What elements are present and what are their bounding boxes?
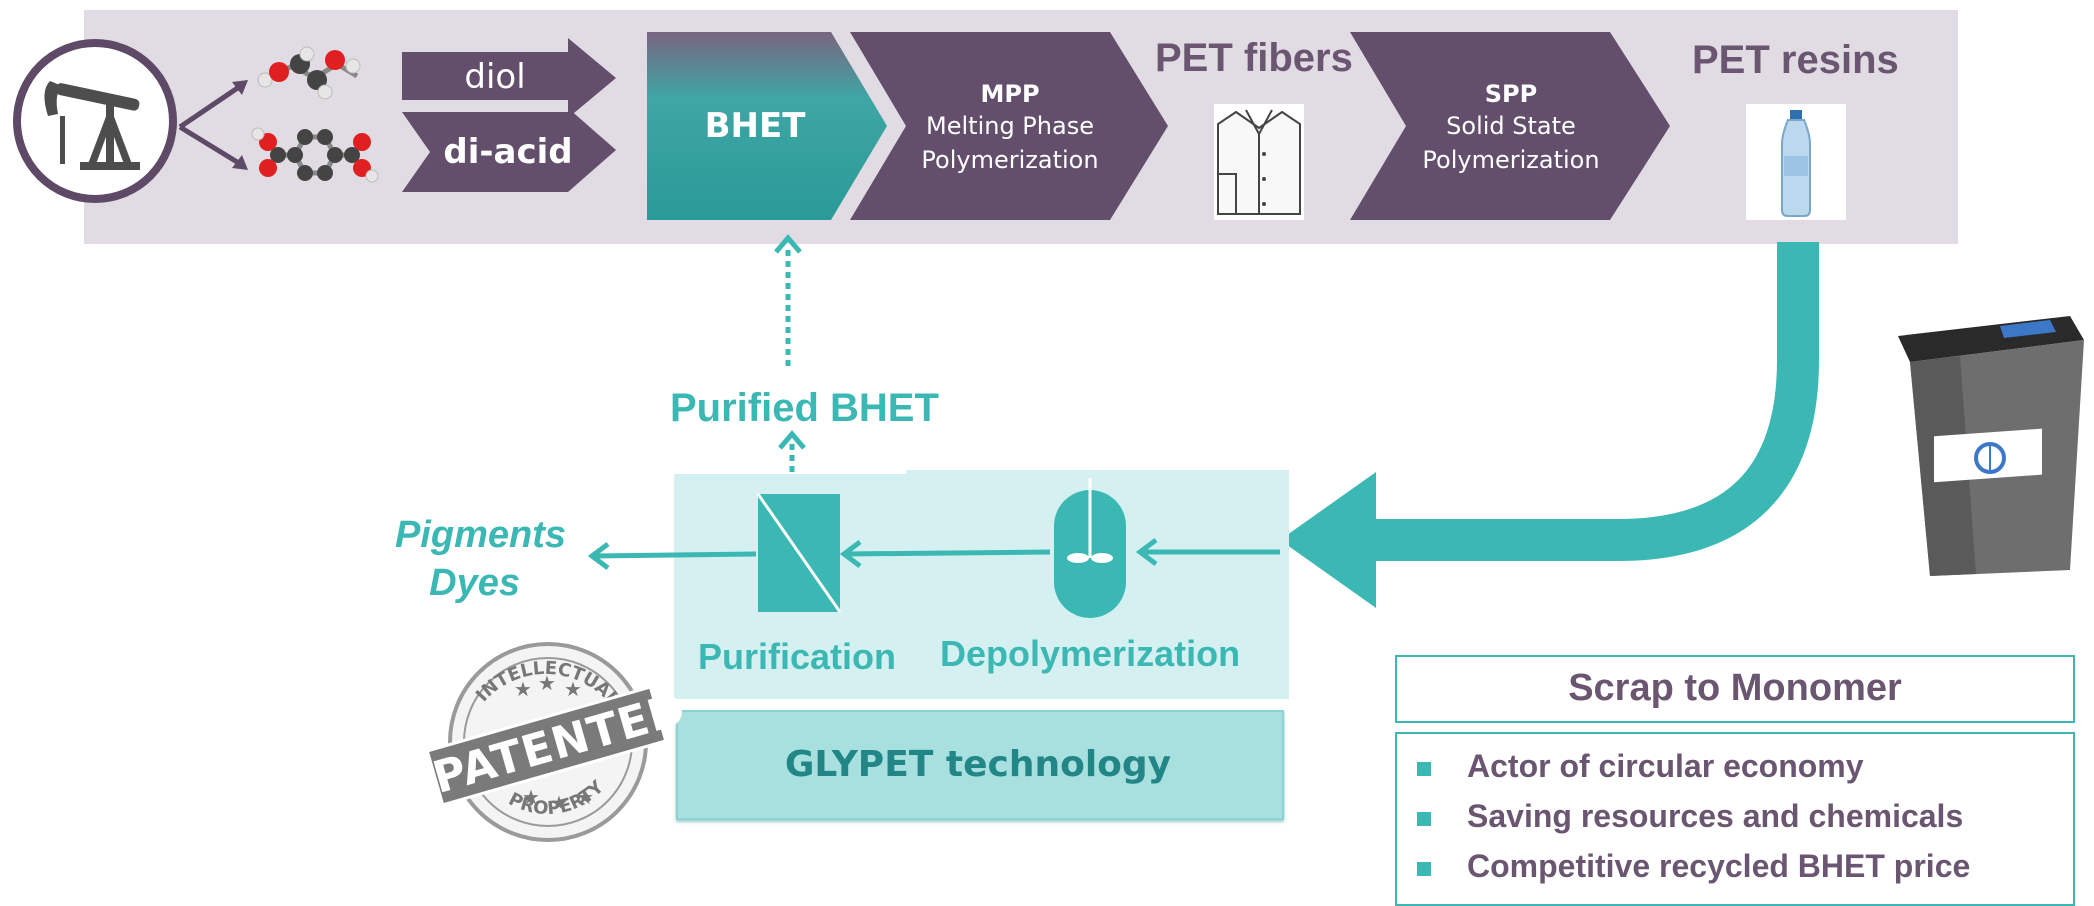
patented-stamp-icon: INTELLECTUAL PROPERTY ★★★ ★★★ PATENTED <box>426 626 692 844</box>
svg-text:★: ★ <box>550 793 568 815</box>
bullet-icon <box>1417 812 1431 826</box>
process-flow-arrows <box>587 538 1280 570</box>
bullet-icon <box>1417 862 1431 876</box>
svg-text:★: ★ <box>564 679 582 701</box>
benefit-item-3: Competitive recycled BHET price <box>1467 848 1971 884</box>
pet-fibers-label: PET fibers <box>1155 36 1353 80</box>
diol-label: diol <box>464 57 526 97</box>
bottle-icon <box>1746 104 1846 220</box>
filter-icon <box>756 493 842 613</box>
benefit-item-1: Actor of circular economy <box>1467 748 1864 784</box>
mpp-line2: Polymerization <box>921 146 1099 174</box>
purified-bhet-label: Purified BHET <box>670 386 939 430</box>
spp-line1: Solid State <box>1446 112 1576 140</box>
svg-text:★: ★ <box>514 679 532 701</box>
svg-text:★: ★ <box>538 673 556 695</box>
return-arrow-icon <box>1280 242 1819 608</box>
bhet-chevron <box>647 32 887 220</box>
pigments-label: Pigments <box>394 514 566 556</box>
benefits-title-box: Scrap to Monomer <box>1395 655 2075 723</box>
mpp-chevron <box>850 32 1168 220</box>
mpp-line1: Melting Phase <box>926 112 1094 140</box>
svg-text:★: ★ <box>576 787 594 809</box>
feedstock-arrows <box>402 38 616 192</box>
benefit-item-2: Saving resources and chemicals <box>1467 798 1964 834</box>
depolymerization-label: Depolymerization <box>940 633 1241 674</box>
dyes-label: Dyes <box>429 562 520 604</box>
reactor-icon <box>1054 478 1126 618</box>
split-arrows-icon <box>178 80 248 170</box>
glypet-technology-label: GLYPET technology <box>784 744 1172 785</box>
ethylene-glycol-molecule-icon <box>257 46 361 100</box>
terephthalic-acid-molecule-icon <box>251 127 379 183</box>
spp-abbr: SPP <box>1484 80 1538 108</box>
recycle-bin-icon <box>1898 316 2084 576</box>
pet-resins-label: PET resins <box>1692 38 1899 82</box>
mpp-abbr: MPP <box>980 80 1040 108</box>
purification-label: Purification <box>698 636 897 677</box>
purified-bhet-up-arrow <box>774 234 802 368</box>
oil-pump-icon <box>13 39 177 203</box>
glypet-technology-bar <box>676 710 1284 820</box>
spp-chevron <box>1350 32 1670 220</box>
bhet-label: BHET <box>704 106 806 146</box>
shirt-icon <box>1214 104 1304 220</box>
purification-up-arrow <box>778 430 806 492</box>
diacid-label: di-acid <box>443 132 573 172</box>
svg-text:★: ★ <box>522 787 540 809</box>
benefits-title: Scrap to Monomer <box>1568 667 1902 709</box>
bullet-icon <box>1417 762 1431 776</box>
benefits-list-box: Actor of circular economy Saving resourc… <box>1395 732 2075 906</box>
spp-line2: Polymerization <box>1422 146 1600 174</box>
